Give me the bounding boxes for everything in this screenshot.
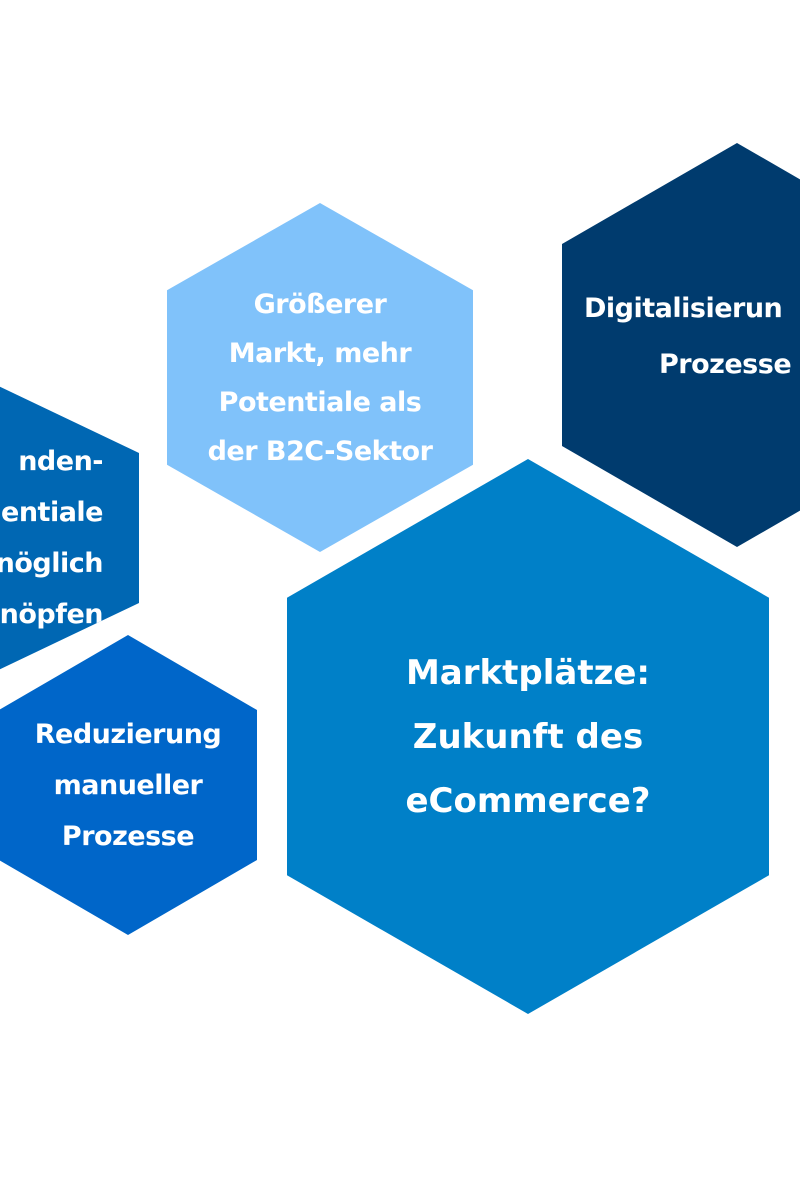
label-line: entiale: [1, 497, 103, 528]
hexagon-digitalization: Digitalisierun Prozesse: [562, 143, 800, 547]
label-line: Prozesse: [659, 349, 792, 380]
label-line: Prozesse: [61, 820, 195, 852]
hexagon-manual-process-reduction: Reduzierung manueller Prozesse: [0, 635, 257, 935]
hexagon-label: Digitalisierun Prozesse: [584, 281, 792, 393]
label-line: nöglich: [0, 548, 104, 579]
hexagon-label: Reduzierung manueller Prozesse: [35, 709, 222, 862]
label-line: Marktplätze:: [405, 652, 651, 693]
label-line: der B2C-Sektor: [207, 435, 433, 467]
label-line: manueller: [53, 769, 203, 801]
label-line: Reduzierung: [34, 718, 222, 750]
hexagon-central-marketplaces: Marktplätze: Zukunft des eCommerce?: [287, 459, 769, 1014]
label-line: nden-: [18, 446, 103, 477]
hexagon-bigger-market: Größerer Markt, mehr Potentiale als der …: [167, 203, 473, 552]
hexagon-label: Marktplätze: Zukunft des eCommerce?: [406, 641, 651, 833]
hexagon-label: Größerer Markt, mehr Potentiale als der …: [208, 280, 433, 476]
label-line: nöpfen: [0, 599, 104, 630]
label-line: Digitalisierun: [584, 293, 783, 324]
label-line: Potentiale als: [218, 386, 422, 418]
label-line: eCommerce?: [405, 780, 651, 821]
label-line: Größerer: [253, 288, 387, 320]
label-line: Markt, mehr: [228, 337, 412, 369]
hexagon-label: nden- entiale nöglich nöpfen: [0, 436, 104, 640]
hexagon-customer-potential: nden- entiale nöglich nöpfen: [0, 378, 139, 678]
label-line: Zukunft des: [412, 716, 644, 757]
